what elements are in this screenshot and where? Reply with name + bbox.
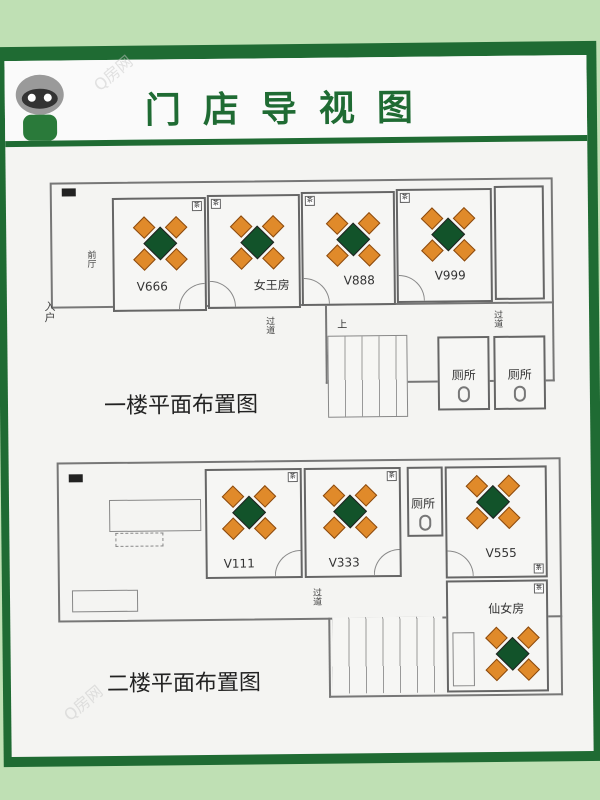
- mahjong-table-icon: [132, 215, 188, 271]
- door[interactable]: [209, 280, 236, 307]
- toilet-label: 厕所: [451, 368, 476, 383]
- mahjong-table-icon: [229, 214, 285, 270]
- sofa: [452, 632, 475, 687]
- board-surface: 门店导视图 前厅 入户 茶 V666 茶 女王房 茶 V888 茶 V999 过…: [4, 54, 594, 758]
- room-name: V999: [434, 268, 466, 283]
- tea-icon: 茶: [386, 470, 397, 482]
- toilet-2[interactable]: 厕所: [493, 335, 547, 410]
- sign-board: 门店导视图 前厅 入户 茶 V666 茶 女王房 茶 V888 茶 V999 过…: [0, 40, 600, 768]
- mahjong-table-icon: [325, 211, 381, 267]
- bar-stools: [115, 532, 164, 547]
- tea-icon: 茶: [399, 192, 410, 203]
- page-title: 门店导视图: [144, 87, 436, 132]
- toilet-icon: [419, 514, 432, 531]
- tea-icon: 茶: [533, 563, 544, 574]
- bar-counter: [108, 499, 202, 533]
- mahjong-table-icon: [420, 206, 476, 262]
- door[interactable]: [274, 550, 301, 577]
- room-queen[interactable]: 茶 女王房: [206, 193, 301, 309]
- mahjong-table-icon: [322, 484, 378, 539]
- staircase: [332, 616, 444, 694]
- floor1-lobby: [60, 186, 112, 353]
- header-band: 门店导视图: [4, 54, 588, 148]
- tea-icon: 茶: [533, 583, 544, 594]
- corridor-label: 过道: [492, 309, 503, 328]
- lobby-label: 前厅: [85, 250, 96, 269]
- mahjong-table-icon: [465, 474, 521, 530]
- cabinet: [61, 188, 76, 197]
- toilet-floor2[interactable]: 厕所: [406, 466, 444, 537]
- door[interactable]: [178, 282, 205, 310]
- room-v555[interactable]: 茶 V555: [444, 465, 548, 579]
- toilet-label: 厕所: [507, 367, 532, 382]
- mahjong-table-icon: [485, 626, 541, 682]
- room-v999[interactable]: 茶 V999: [395, 187, 493, 303]
- room-name: V555: [485, 545, 517, 561]
- raccoon-mascot-icon: [15, 74, 64, 141]
- door[interactable]: [303, 277, 330, 304]
- toilet-label: 厕所: [410, 496, 436, 511]
- toilet-icon: [457, 386, 470, 403]
- up-label: 上: [337, 319, 348, 331]
- room-fairy[interactable]: 茶 仙女房: [445, 579, 550, 693]
- room-v888[interactable]: 茶 V888: [300, 190, 396, 306]
- room-name: V888: [343, 273, 375, 288]
- room-v666[interactable]: 茶 V666: [111, 196, 208, 312]
- cabinet: [68, 474, 83, 483]
- room-name: V666: [136, 279, 168, 294]
- tea-icon: 茶: [210, 198, 221, 209]
- room-v333[interactable]: 茶 V333: [303, 466, 402, 578]
- room-v111[interactable]: 茶 V111: [204, 467, 303, 579]
- toilet-1[interactable]: 厕所: [437, 336, 491, 411]
- corridor-label: 过道: [310, 587, 322, 606]
- toilet-icon: [513, 385, 526, 402]
- corridor-label: 过道: [264, 316, 275, 335]
- floor1-title: 一楼平面布置图: [103, 392, 259, 420]
- room-name: 仙女房: [488, 601, 525, 617]
- tea-icon: 茶: [287, 472, 298, 483]
- floor2-title: 二楼平面布置图: [106, 670, 262, 698]
- door[interactable]: [373, 548, 400, 576]
- tea-icon: 茶: [304, 195, 315, 206]
- tea-icon: 茶: [191, 201, 202, 212]
- room-name: 女王房: [253, 278, 290, 293]
- sofa: [71, 589, 139, 613]
- entrance-label: 入户: [42, 300, 57, 323]
- room-name: V333: [328, 555, 360, 570]
- mahjong-table-icon: [221, 485, 277, 541]
- room-name: V111: [223, 556, 255, 571]
- staircase: [327, 334, 409, 418]
- door[interactable]: [398, 274, 425, 301]
- storage-room: [493, 185, 545, 300]
- door[interactable]: [447, 550, 474, 577]
